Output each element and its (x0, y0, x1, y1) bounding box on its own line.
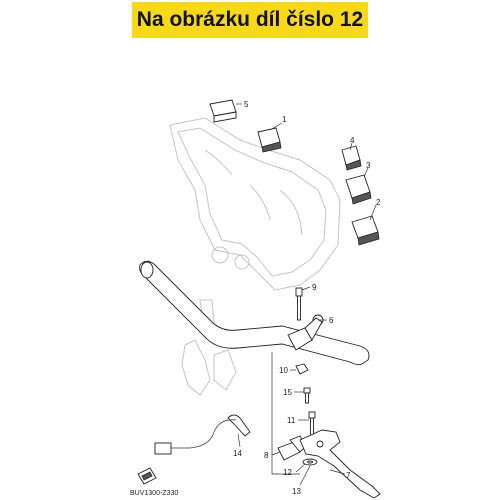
callout-2: 2 (376, 198, 381, 207)
callout-14: 14 (233, 449, 242, 458)
diagram-ref-icon (137, 467, 157, 485)
part-12-washer (302, 458, 318, 466)
part-15-screw (303, 387, 311, 404)
callout-6: 6 (329, 316, 334, 325)
part-4-switch (341, 145, 362, 171)
callout-5: 5 (244, 100, 249, 109)
frame-outline (169, 117, 341, 396)
callout-13: 13 (292, 487, 301, 496)
callout-15: 15 (283, 388, 292, 397)
part-3-switch (345, 174, 372, 205)
part-6-holder (287, 314, 324, 351)
banner-title: Na obrázku díl číslo 12 (136, 8, 364, 31)
title-banner: Na obrázku díl číslo 12 (132, 2, 368, 38)
diagram-code: BUV1300-Z330 (130, 490, 178, 497)
part-7-lever (299, 429, 381, 499)
callout-12: 12 (283, 468, 292, 477)
callout-9: 9 (312, 283, 317, 292)
part-5-connector (209, 99, 237, 123)
callout-3: 3 (366, 161, 371, 170)
part-1-connector (257, 127, 282, 153)
callout-11: 11 (287, 416, 296, 425)
callout-1: 1 (282, 115, 287, 124)
callout-labels: 5 1 4 3 2 9 6 10 15 11 8 12 13 7 14 (233, 100, 381, 496)
callout-10: 10 (279, 366, 288, 375)
part-11-bolt (308, 411, 316, 437)
callout-8: 8 (264, 451, 269, 460)
part-2-switch (351, 215, 380, 246)
handlebar (139, 260, 370, 366)
callout-7: 7 (346, 471, 351, 480)
leader-lines (236, 103, 377, 486)
callout-4: 4 (350, 136, 355, 145)
part-10-nut (295, 363, 309, 375)
part-9-bolt (295, 287, 303, 321)
part-14-harness (154, 414, 251, 455)
